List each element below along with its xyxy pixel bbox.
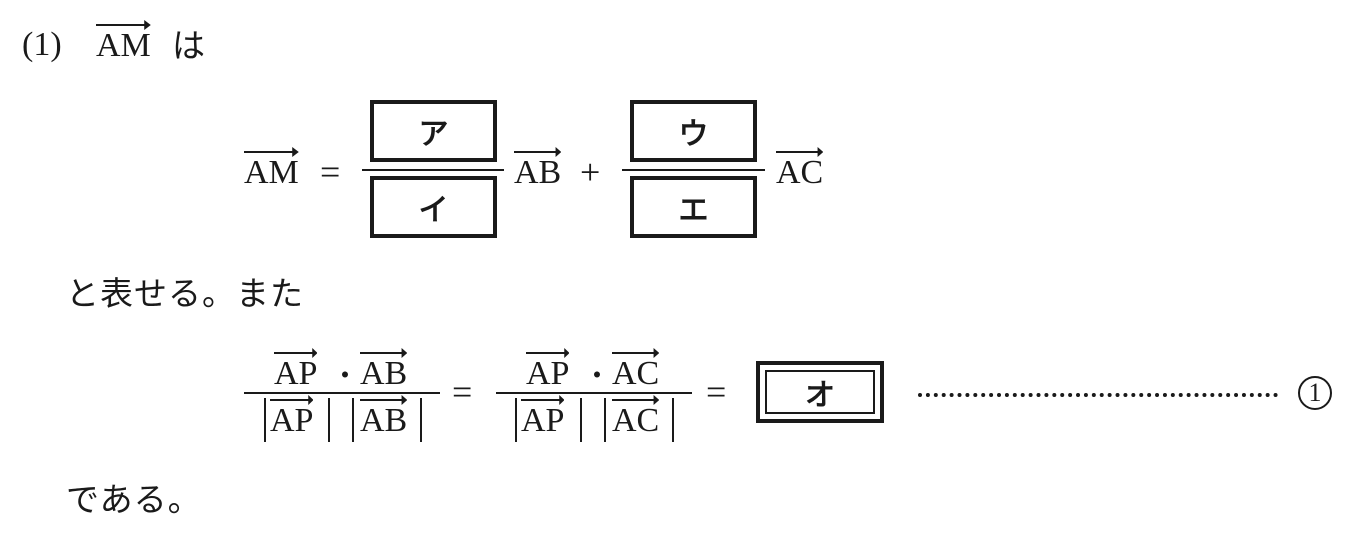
eq1-term2-fraction-bar bbox=[622, 169, 765, 171]
abs-bar bbox=[604, 398, 606, 442]
vector-arrow-icon bbox=[274, 348, 318, 358]
end-text: である。 bbox=[66, 480, 202, 519]
answer-box-o[interactable]: オ bbox=[756, 361, 884, 423]
vector-arrow-icon bbox=[360, 395, 408, 405]
eq2-frac2-den-vector-ap: AP bbox=[521, 395, 565, 441]
eq2-frac1-den-vector-ab: AB bbox=[360, 395, 408, 441]
eq1-equals: = bbox=[320, 152, 341, 192]
abs-bar bbox=[328, 398, 330, 442]
eq2-equals-1: = bbox=[452, 372, 473, 412]
eq2-frac2-fraction-bar bbox=[496, 392, 692, 394]
answer-box-u[interactable]: ウ bbox=[630, 100, 757, 162]
eq2-equals-2: = bbox=[706, 372, 727, 412]
abs-bar bbox=[264, 398, 266, 442]
eq2-frac1-den-vector-ap: AP bbox=[270, 395, 314, 441]
eq2-frac2-num-vector-ac: AC bbox=[612, 348, 660, 394]
eq2-frac1-dot: ・ bbox=[331, 359, 360, 392]
answer-box-a[interactable]: ア bbox=[370, 100, 497, 162]
vector-arrow-icon bbox=[776, 147, 824, 157]
abs-bar bbox=[352, 398, 354, 442]
abs-bar bbox=[515, 398, 517, 442]
eq2-frac2-den-vector-ac: AC bbox=[612, 395, 660, 441]
problem-number-label: (1) bbox=[22, 26, 62, 63]
answer-box-i[interactable]: イ bbox=[370, 176, 497, 238]
eq2-frac2-num-vector-ap: AP bbox=[526, 348, 570, 394]
equation-number-circle: 1 bbox=[1298, 376, 1332, 410]
eq2-frac1-fraction-bar bbox=[244, 392, 440, 394]
dotted-leader bbox=[918, 393, 1278, 397]
vector-arrow-icon bbox=[360, 348, 408, 358]
vector-arrow-icon bbox=[521, 395, 565, 405]
eq1-lhs-vector: AM bbox=[244, 147, 299, 193]
eq1-term2-vector-ac: AC bbox=[776, 147, 824, 193]
eq1-term1-vector-ab: AB bbox=[514, 147, 562, 193]
abs-bar bbox=[420, 398, 422, 442]
eq2-frac1-num-vector-ab: AB bbox=[360, 348, 408, 394]
vector-arrow-icon bbox=[612, 348, 660, 358]
eq1-plus: + bbox=[580, 152, 601, 192]
vector-arrow-icon bbox=[612, 395, 660, 405]
eq2-frac1-num-vector-ap: AP bbox=[274, 348, 318, 394]
eq1-term1-fraction-bar bbox=[362, 169, 504, 171]
eq2-frac2-dot: ・ bbox=[583, 359, 612, 392]
heading-vector-am: AM bbox=[96, 20, 151, 66]
vector-arrow-icon bbox=[526, 348, 570, 358]
vector-arrow-icon bbox=[244, 147, 299, 157]
problem-number: (1) bbox=[22, 20, 62, 70]
heading-particle: は bbox=[172, 26, 206, 65]
answer-box-e[interactable]: エ bbox=[630, 176, 757, 238]
vector-arrow-icon bbox=[96, 20, 151, 30]
abs-bar bbox=[580, 398, 582, 442]
vector-arrow-icon bbox=[270, 395, 314, 405]
middle-text: と表せる。また bbox=[66, 274, 304, 313]
abs-bar bbox=[672, 398, 674, 442]
vector-arrow-icon bbox=[514, 147, 562, 157]
